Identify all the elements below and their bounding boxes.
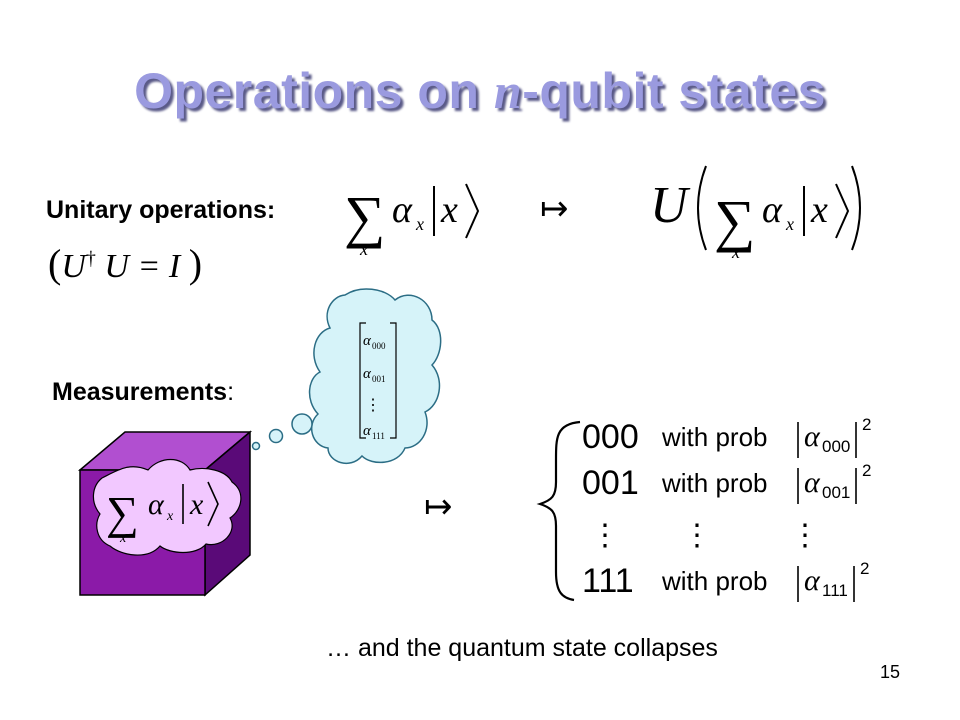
vector-left-bracket bbox=[359, 322, 366, 439]
measurements-label: Measurements: bbox=[52, 378, 235, 406]
thought-cloud: α 000 α 001 ⋮ α 111 bbox=[251, 288, 442, 465]
ket-angle-2 bbox=[835, 183, 850, 239]
vector-alpha-000: α bbox=[363, 333, 372, 349]
ket-angle bbox=[465, 183, 480, 239]
outcome-bits: 000 bbox=[582, 418, 639, 456]
outcome-row-001: 001 with prob α 001 2 bbox=[582, 461, 871, 504]
outcome-alpha: α bbox=[804, 466, 821, 499]
collapse-caption: … and the quantum state collapses bbox=[326, 634, 718, 662]
box-ket-x: x bbox=[189, 488, 204, 521]
box-alpha-subscript: x bbox=[166, 509, 174, 524]
ket-x: x bbox=[440, 189, 458, 231]
outcome-row-000: 000 with prob α 000 2 bbox=[582, 415, 871, 458]
vdots-prob: ⋮ bbox=[790, 519, 820, 552]
thought-bubble-small bbox=[251, 441, 261, 451]
box-sum-index: x bbox=[119, 531, 127, 546]
quantum-box: ∑ x α x x bbox=[77, 430, 253, 597]
alpha-symbol: α bbox=[392, 189, 413, 231]
sum-index: x bbox=[359, 239, 368, 259]
page-title: Operations on n-qubit states bbox=[134, 63, 826, 119]
outcome-sub: 111 bbox=[822, 581, 848, 600]
box-ket-angle bbox=[207, 481, 219, 527]
outcome-vdots: ⋮ ⋮ ⋮ bbox=[590, 519, 820, 552]
alpha-symbol-2: α bbox=[762, 189, 783, 231]
thought-bubble-large bbox=[291, 413, 313, 435]
vector-alpha-111: α bbox=[363, 423, 372, 439]
right-paren bbox=[851, 165, 861, 251]
outcome-label: with prob bbox=[661, 566, 768, 596]
outcome-alpha: α bbox=[804, 420, 821, 453]
mapsto-arrow-2: ↦ bbox=[424, 489, 453, 526]
outcome-alpha: α bbox=[804, 564, 821, 597]
box-blob bbox=[92, 458, 242, 556]
ket-x-2: x bbox=[810, 189, 828, 231]
left-paren bbox=[697, 165, 707, 251]
outcome-label: with prob bbox=[661, 468, 768, 498]
outcome-row-111: 111 with prob α 111 2 bbox=[582, 559, 869, 602]
vdots-bits: ⋮ bbox=[590, 519, 620, 552]
vector-sub-001: 001 bbox=[372, 374, 386, 384]
alpha-subscript: x bbox=[415, 214, 424, 234]
unitary-applied-formula: U ∑ x α x x bbox=[650, 165, 861, 262]
vdots-label: ⋮ bbox=[682, 519, 712, 552]
vector-vdots: ⋮ bbox=[365, 397, 381, 414]
outcome-sub: 001 bbox=[822, 483, 850, 502]
unitary-operations-label: Unitary operations: bbox=[46, 196, 276, 224]
vector-alpha-001: α bbox=[363, 366, 372, 382]
sum-index-2: x bbox=[731, 242, 740, 262]
outcome-brace bbox=[536, 420, 581, 602]
vector-right-bracket bbox=[390, 322, 397, 439]
outcome-power: 2 bbox=[862, 461, 871, 480]
box-sum-symbol: ∑ bbox=[106, 487, 139, 538]
state-sum-formula: ∑ x α x x bbox=[344, 183, 480, 259]
outcome-label: with prob bbox=[661, 422, 768, 452]
vector-sub-000: 000 bbox=[372, 341, 386, 351]
vector-sub-111: 111 bbox=[372, 431, 385, 441]
outcome-bits: 111 bbox=[582, 562, 634, 600]
sum-symbol: ∑ bbox=[344, 184, 385, 249]
outcome-power: 2 bbox=[860, 559, 869, 578]
outcome-sub: 000 bbox=[822, 437, 850, 456]
unitary-condition: (U† U = I ) bbox=[48, 241, 203, 286]
box-alpha: α bbox=[148, 488, 165, 521]
sum-symbol-2: ∑ bbox=[714, 188, 755, 253]
unitary-U: U bbox=[650, 177, 691, 234]
thought-bubble-medium bbox=[268, 428, 284, 444]
outcome-power: 2 bbox=[862, 415, 871, 434]
alpha-subscript-2: x bbox=[785, 214, 794, 234]
outcome-bits: 001 bbox=[582, 464, 639, 502]
mapsto-arrow-1: ↦ bbox=[540, 191, 569, 228]
page-number: 15 bbox=[880, 662, 901, 682]
